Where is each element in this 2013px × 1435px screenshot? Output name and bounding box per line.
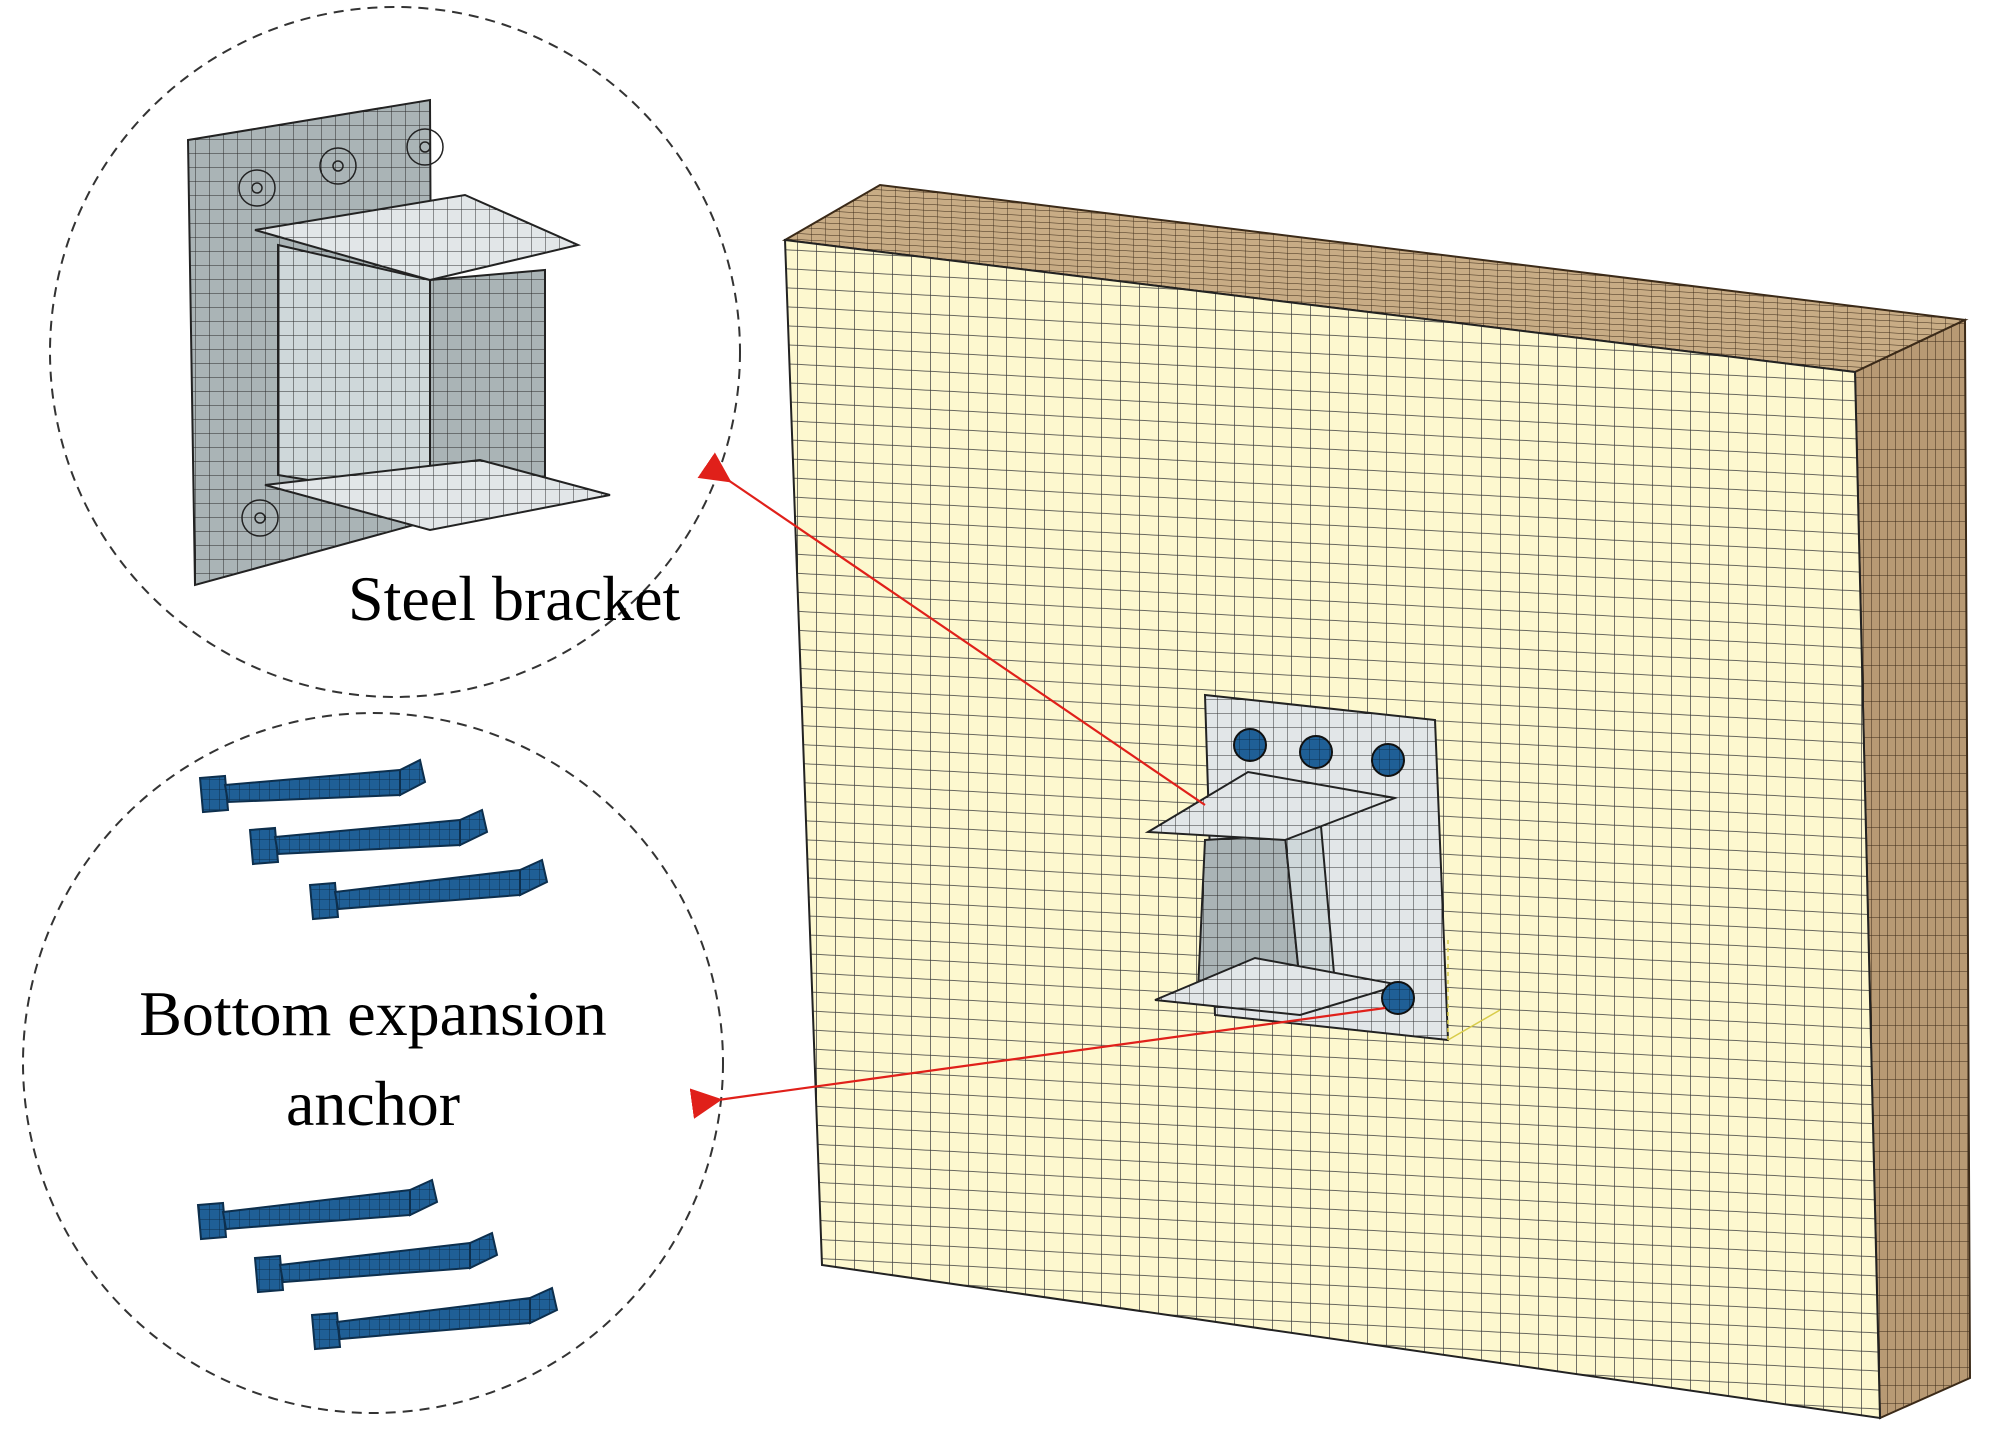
anchor-bolt (248, 808, 489, 866)
bolt-head (1381, 981, 1415, 1015)
expansion-anchor-icon (196, 758, 559, 1351)
steel-bracket-callout: Steel bracket (49, 6, 741, 698)
pointer-arrow-to-anchor-callout (689, 1006, 1386, 1119)
bracket-on-wall (1144, 693, 1501, 1042)
axis-triad (1447, 940, 1501, 1041)
bracket-bottom-flange (264, 458, 611, 532)
expansion-anchor-callout: Bottom expansion anchor (22, 712, 724, 1414)
wall-bolt-heads (1233, 728, 1415, 1015)
callout-border (49, 6, 741, 698)
bracket-web-face (277, 243, 431, 502)
anchor-label-line1: Bottom expansion (139, 978, 607, 1049)
anchor-bolt (198, 758, 427, 814)
bracket-top-flange (1144, 770, 1399, 842)
anchor-label-line2: anchor (286, 1068, 460, 1139)
anchor-bolt (308, 858, 549, 921)
anchor-bolt (310, 1286, 559, 1351)
callout-border (22, 712, 724, 1414)
anchor-bolt (196, 1178, 439, 1241)
plate-hole-marks (238, 128, 444, 537)
pointer-arrow-to-bracket-callout (697, 452, 1206, 806)
bolt-head (1299, 735, 1333, 769)
anchor-bolt (253, 1231, 499, 1294)
steel-bracket-label: Steel bracket (348, 563, 681, 634)
bolt-head (1233, 728, 1267, 762)
steel-bracket-mesh-icon (186, 98, 611, 587)
bolt-head (1371, 743, 1405, 777)
bracket-top-flange (254, 193, 582, 282)
